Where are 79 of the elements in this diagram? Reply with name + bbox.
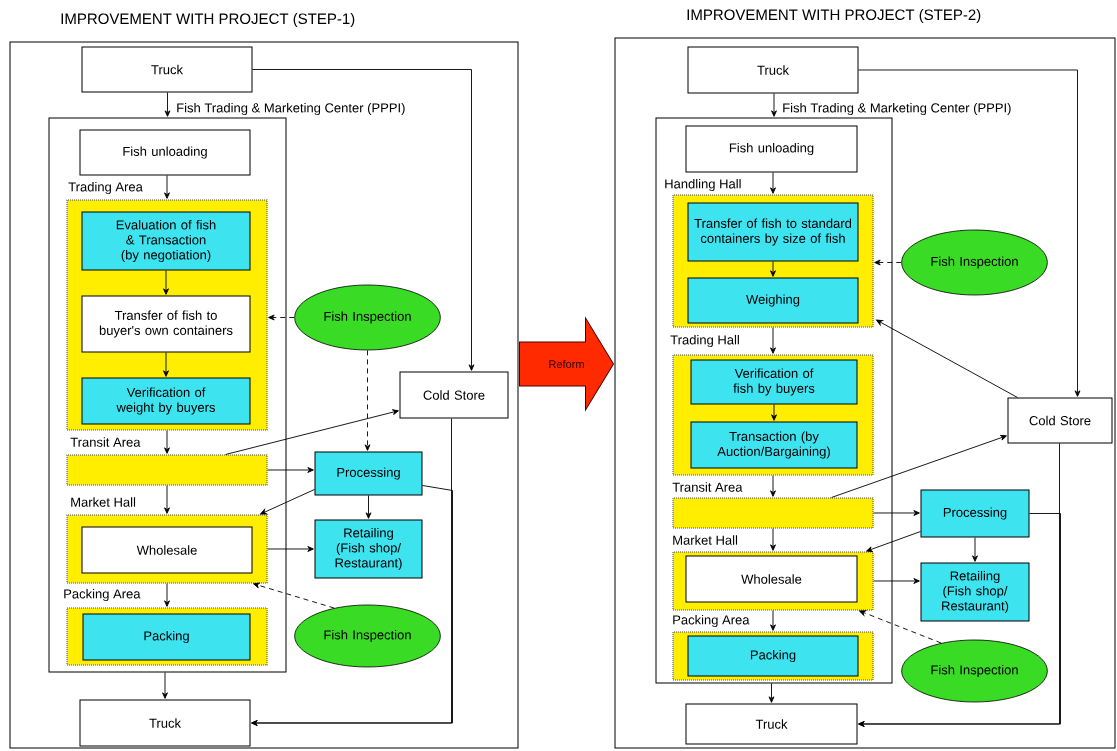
arrow	[770, 327, 776, 354]
process-box: Wholesale	[81, 526, 253, 574]
arrow	[770, 261, 776, 277]
arrow	[873, 510, 920, 516]
process-box: Transfer of fish to buyer's own containers	[81, 295, 251, 353]
area-label: Trading Hall	[670, 334, 739, 348]
arrow	[267, 467, 314, 473]
arrow	[770, 610, 776, 631]
arrow	[253, 582, 335, 609]
process-box: Cold Store	[399, 371, 509, 419]
area-label: Transit Area	[672, 482, 743, 492]
arrow	[164, 175, 170, 199]
process-box: Fish unloading	[79, 129, 251, 176]
arrow	[972, 537, 978, 562]
process-box: Verification of fish by buyers	[690, 359, 858, 405]
arrow	[163, 270, 169, 295]
arrow	[164, 430, 170, 454]
block-arrow	[519, 317, 614, 411]
arrow	[873, 578, 920, 584]
arrow	[267, 546, 314, 552]
inspection-oval: Fish Inspection	[294, 604, 441, 668]
frame-title: Fish Trading & Marketing Center (PPPI)	[177, 102, 405, 116]
area-label: Handling Hall	[665, 178, 741, 192]
process-box: Wholesale	[685, 555, 858, 603]
process-box: Retailing (Fish shop/ Restaurant)	[920, 562, 1030, 622]
process-box: Truck	[687, 46, 859, 94]
arrow	[770, 172, 776, 194]
area-label: Market Hall	[71, 497, 136, 507]
process-box: Truck	[685, 703, 858, 745]
arrow	[858, 513, 1061, 727]
area-label: Transit Area	[70, 437, 141, 447]
process-box: Truck	[79, 699, 251, 747]
area-label: Packing Area	[64, 588, 141, 602]
arrow	[768, 683, 775, 703]
arrow	[364, 349, 371, 451]
inspection-oval: Fish Inspection	[901, 639, 1048, 703]
arrow	[858, 69, 1081, 397]
process-box: Verification of weight by buyers	[81, 377, 251, 425]
arrow	[251, 485, 453, 726]
process-box: Processing	[314, 451, 423, 496]
inspection-oval: Fish Inspection	[901, 229, 1048, 296]
process-box: Retailing (Fish shop/ Restaurant)	[314, 519, 423, 579]
area-label: Trading Area	[68, 181, 143, 195]
arrow	[164, 92, 171, 117]
area-label: Market Hall	[673, 535, 738, 545]
arrow	[831, 434, 1007, 498]
arrow	[874, 259, 902, 266]
arrow	[164, 583, 170, 607]
arrow	[365, 495, 372, 519]
process-box: Truck	[81, 46, 253, 93]
arrow	[252, 69, 475, 371]
arrow	[771, 404, 777, 421]
area-label: Packing Area	[673, 614, 750, 628]
process-box: Evaluation of fish & Transaction (by negotiation)	[81, 211, 251, 271]
arrow	[770, 528, 776, 551]
process-box: Packing	[687, 635, 859, 677]
arrow	[876, 319, 1018, 398]
arrow	[866, 531, 921, 552]
process-box: Packing	[82, 613, 251, 661]
arrow	[225, 409, 399, 455]
process-box: Transfer of fish to standard containers by size of fish	[687, 202, 859, 262]
arrow	[268, 314, 295, 321]
arrow	[771, 93, 777, 117]
process-box: Cold Store	[1007, 397, 1113, 444]
arrow	[859, 610, 942, 644]
inspection-oval: Fish Inspection	[294, 284, 441, 351]
frame-title: Fish Trading & Marketing Center (PPPI)	[783, 102, 1011, 116]
arrow	[163, 352, 169, 377]
process-box: Fish unloading	[685, 125, 858, 173]
edge-label: Reform	[547, 358, 586, 370]
arrow	[260, 489, 315, 515]
process-box: Transaction (by Auction/Bargaining)	[690, 421, 858, 469]
arrow	[164, 485, 170, 514]
arrow	[162, 672, 168, 699]
process-box: Weighing	[687, 277, 859, 324]
panel-title: IMPROVEMENT WITH PROJECT (STEP-1)	[61, 13, 355, 27]
arrow	[770, 475, 776, 497]
panel-title: IMPROVEMENT WITH PROJECT (STEP-2)	[687, 9, 981, 23]
process-box: Processing	[920, 489, 1030, 538]
